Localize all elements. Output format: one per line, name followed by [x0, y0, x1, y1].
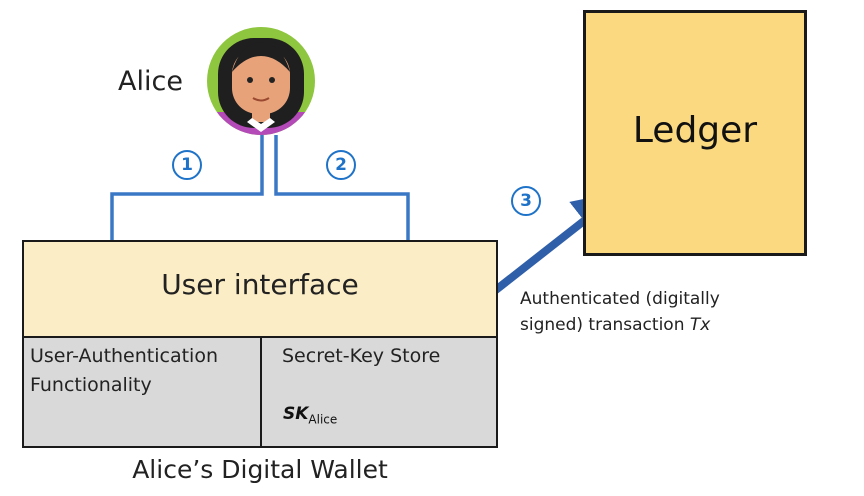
- step-1-badge: 1: [172, 150, 202, 180]
- user-authentication-panel: [22, 336, 262, 448]
- secret-key-symbol: SK: [283, 404, 309, 424]
- step-2-badge: 2: [326, 150, 356, 180]
- alice-avatar-icon: [207, 27, 315, 135]
- step-3-number: 3: [520, 191, 532, 211]
- wallet-caption: Alice’s Digital Wallet: [132, 455, 388, 484]
- transaction-note: Authenticated (digitally signed) transac…: [520, 286, 720, 338]
- step-2-number: 2: [335, 155, 347, 175]
- secret-key-store-title: Secret-Key Store: [282, 345, 441, 367]
- user-authentication-subtitle: Functionality: [30, 374, 152, 396]
- step-3-badge: 3: [511, 186, 541, 216]
- transaction-note-text: signed) transaction: [520, 315, 690, 335]
- secret-key-label: SKAlice: [283, 404, 337, 426]
- transaction-note-line-1: Authenticated (digitally: [520, 289, 720, 309]
- transaction-variable: Tx: [689, 315, 711, 335]
- user-interface-label: User interface: [161, 268, 359, 301]
- secret-key-owner: Alice: [308, 412, 338, 427]
- ledger-label: Ledger: [632, 110, 758, 151]
- user-authentication-title: User-Authentication: [30, 345, 219, 367]
- transaction-note-line-2: signed) transaction Tx: [520, 312, 720, 338]
- alice-label: Alice: [118, 66, 183, 97]
- user-interface-box: [22, 240, 498, 338]
- ledger-box: [583, 10, 807, 256]
- step-1-number: 1: [181, 155, 193, 175]
- secret-key-store-panel: [260, 336, 498, 448]
